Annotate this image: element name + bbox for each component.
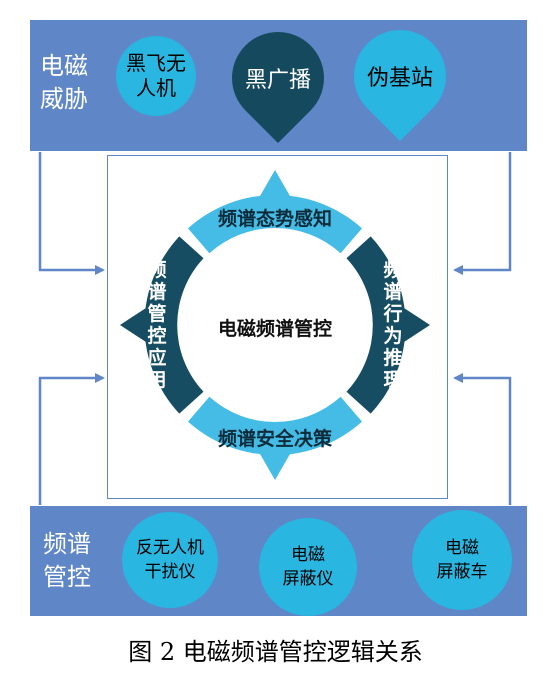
- control-bubble-vehicle-bg: [412, 510, 512, 610]
- figure-caption: 图 2 电磁频谱管控逻辑关系: [128, 638, 423, 666]
- ring-arrow-top: [260, 170, 290, 196]
- threat-bubble-drone-bg: [116, 36, 196, 116]
- threat-bubble-drone: 黑飞无 人机: [126, 51, 186, 100]
- ring-segment-left: [144, 236, 204, 414]
- threat-bubble-radio: 黑广播: [244, 68, 311, 93]
- arrow-top-left: [38, 152, 105, 275]
- arrow-bottom-right: [453, 373, 512, 505]
- ring-label-left: 频 谱 管 控 应 用: [147, 259, 167, 391]
- control-bubble-shield-bg: [259, 518, 357, 616]
- control-bubble-vehicle: 电磁 屏蔽车: [436, 538, 488, 582]
- ring-arrow-bottom: [260, 454, 290, 480]
- arrow-bottom-left: [38, 373, 105, 505]
- center-title: 电磁频谱管控: [217, 318, 332, 340]
- control-bubble-jammer-bg: [122, 512, 218, 608]
- ring-label-bottom: 频谱安全决策: [217, 428, 332, 450]
- ring-segment-bottom: [188, 396, 362, 456]
- control-bubble-shield: 电磁 屏蔽仪: [282, 545, 334, 589]
- ring-label-top: 频谱态势感知: [217, 208, 332, 230]
- arrow-top-right: [453, 152, 512, 275]
- control-bubble-jammer: 反无人机 干扰仪: [136, 538, 204, 582]
- ring-arrow-left: [120, 308, 146, 342]
- ring-arrow-right: [404, 308, 430, 342]
- ring-label-right: 频 谱 行 为 推 理: [383, 259, 403, 391]
- control-panel-label: 频谱 管控: [43, 530, 91, 591]
- threat-bubble-station: 伪基站: [366, 66, 433, 91]
- ring-segment-top: [188, 194, 362, 254]
- threat-panel-label: 电磁 威胁: [40, 52, 88, 113]
- ring-segment-right: [346, 236, 406, 414]
